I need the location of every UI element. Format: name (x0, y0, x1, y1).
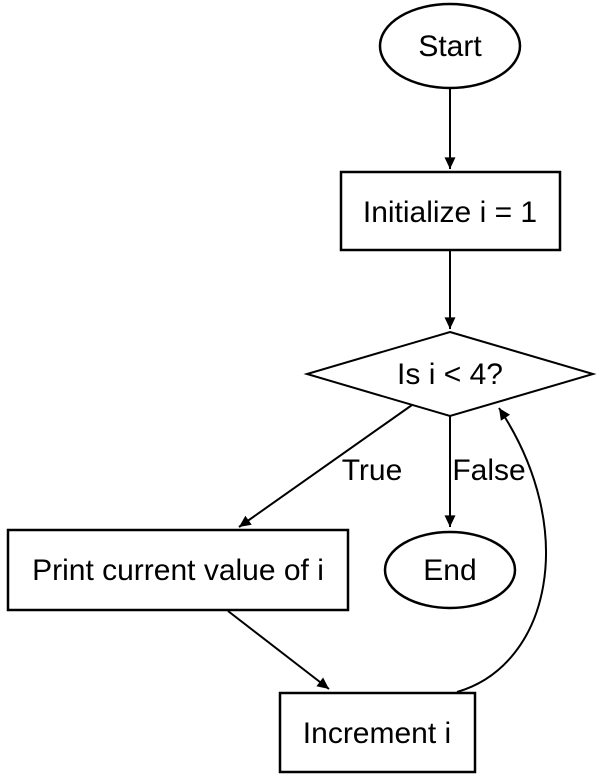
print-process-shape (6, 528, 350, 612)
edge-label-true: True (342, 454, 403, 487)
edge-label-false: False (452, 454, 525, 487)
node-end: End (383, 530, 517, 610)
arrow-print-to-increment (227, 610, 330, 690)
start-terminator-shape (378, 2, 522, 90)
print-label: Print current value of i (32, 554, 324, 587)
arrow-condition-true-to-print (238, 404, 413, 528)
increment-process-shape (278, 691, 477, 774)
end-terminator-shape (383, 530, 517, 610)
initialize-label: Initialize i = 1 (363, 196, 537, 229)
node-start: Start (378, 2, 522, 90)
condition-decision-shape (303, 330, 597, 418)
start-label: Start (418, 30, 482, 63)
increment-label: Increment i (303, 717, 451, 750)
node-print: Print current value of i (6, 528, 350, 612)
node-condition: Is i < 4? (303, 330, 597, 418)
arrow-increment-loop-to-condition (456, 407, 547, 693)
condition-label: Is i < 4? (397, 358, 503, 391)
node-increment: Increment i (278, 691, 477, 774)
node-initialize: Initialize i = 1 (339, 170, 562, 252)
initialize-process-shape (339, 170, 562, 252)
end-label: End (423, 554, 476, 587)
